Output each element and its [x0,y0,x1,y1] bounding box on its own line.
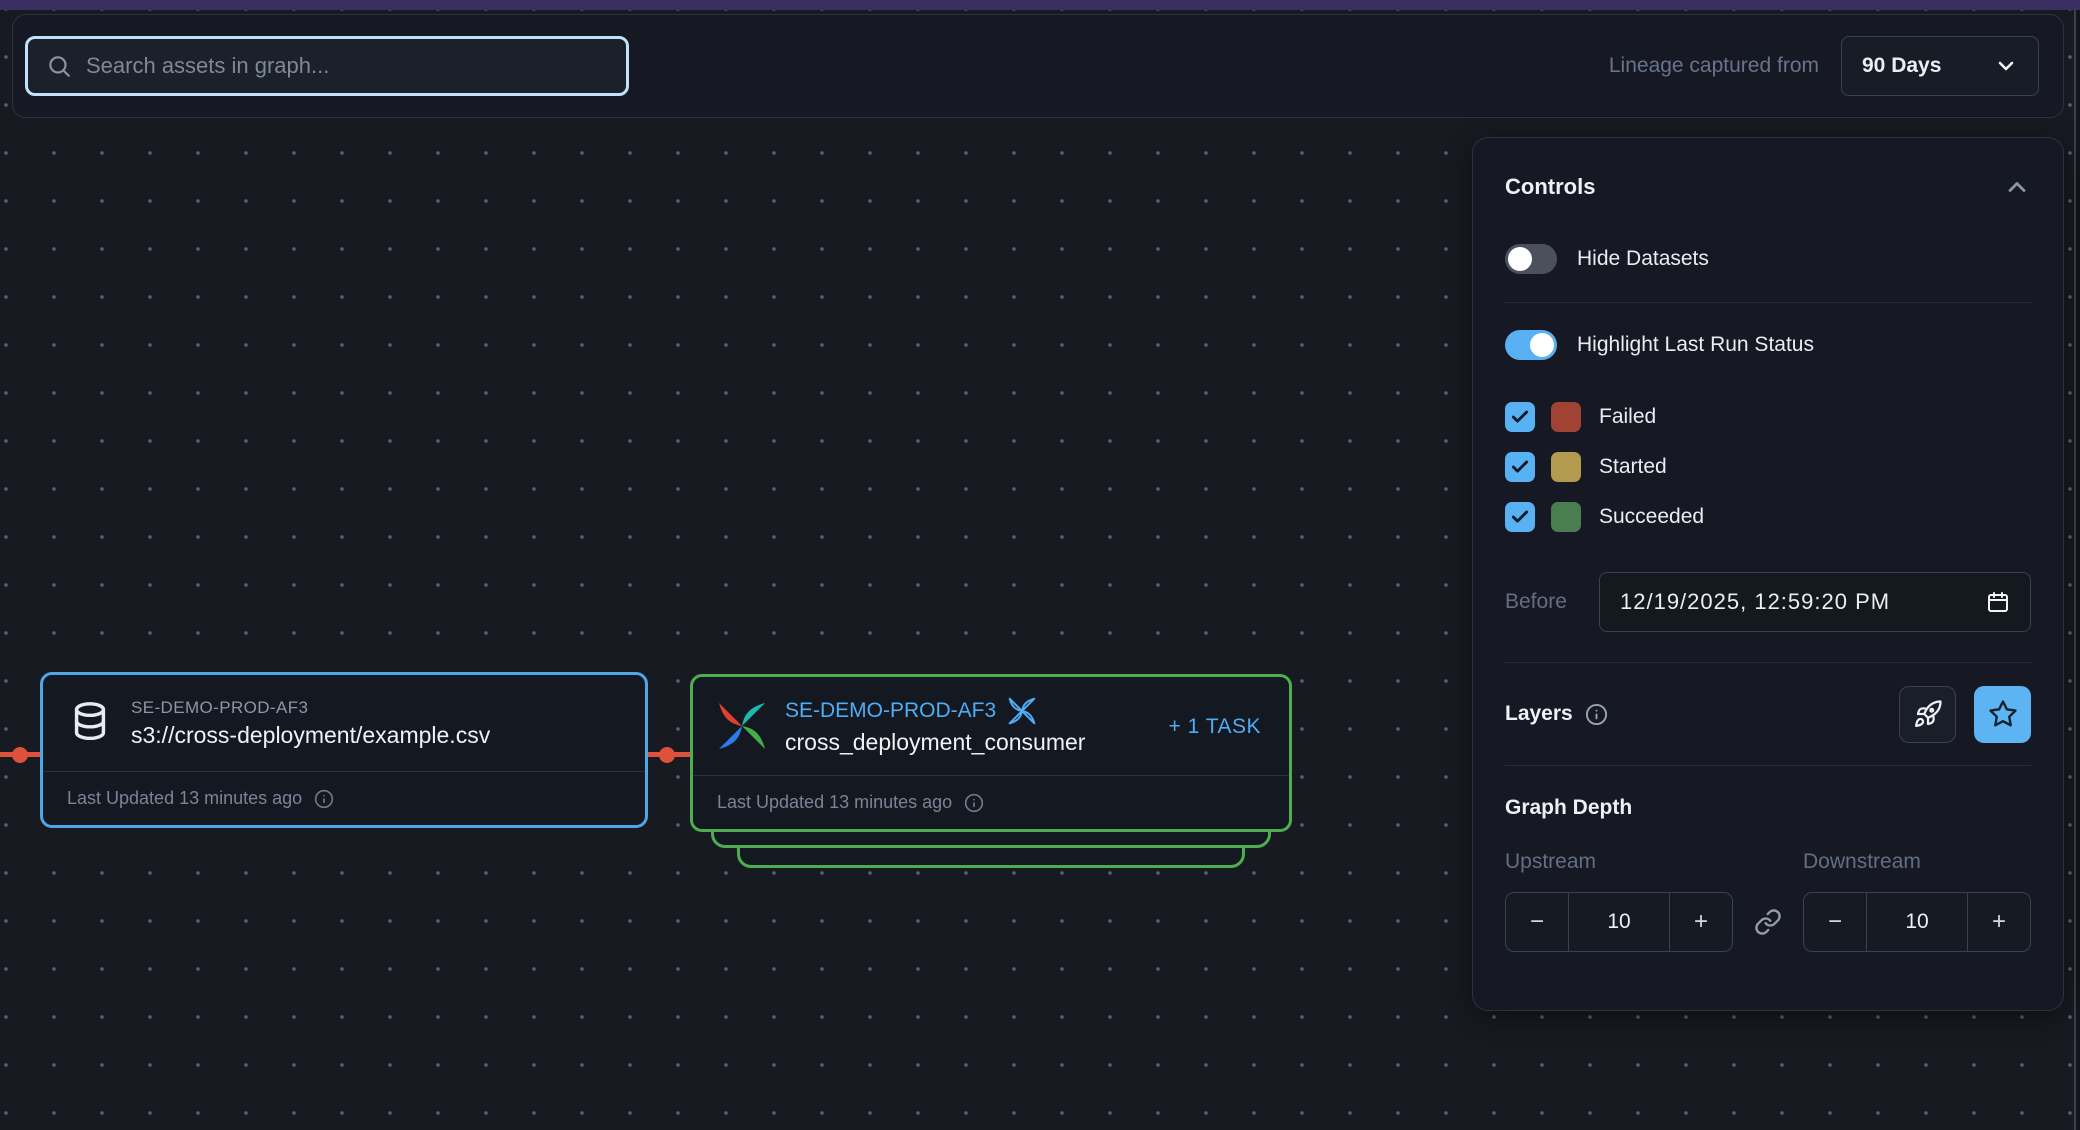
airflow-logo-icon [717,701,767,751]
search-icon [46,53,72,79]
dag-deployment-label: SE-DEMO-PROD-AF3 [785,698,997,722]
lineage-range-dropdown[interactable]: 90 Days [1841,36,2039,96]
database-icon [67,700,113,746]
before-datetime-input[interactable]: 12/19/2025, 12:59:20 PM [1599,572,2031,632]
search-input[interactable] [86,53,608,79]
dataset-name: s3://cross-deployment/example.csv [131,721,491,748]
upstream-label: Upstream [1505,850,1597,873]
before-label: Before [1505,590,1567,613]
collapse-chevron-up-icon[interactable] [2003,173,2031,201]
divider [1505,662,2031,663]
succeeded-label: Succeeded [1599,505,1705,528]
layers-label: Layers [1505,702,1573,725]
star-layer-button[interactable] [1974,685,2031,743]
right-gutter [2076,10,2080,1130]
rocket-layer-button[interactable] [1899,685,1956,743]
canvas-right-border [2074,10,2076,1130]
link-depths-icon[interactable] [1733,908,1803,936]
dataset-node[interactable]: SE-DEMO-PROD-AF3 s3://cross-deployment/e… [40,672,648,828]
search-box[interactable] [25,36,629,96]
downstream-label: Downstream [1803,850,1921,873]
divider [1505,302,2031,303]
dataset-deployment-label: SE-DEMO-PROD-AF3 [131,697,309,717]
layers-info-icon[interactable] [1585,703,1608,726]
info-icon[interactable] [964,793,984,813]
upstream-increment-button[interactable]: + [1669,892,1733,952]
hide-datasets-label: Hide Datasets [1577,247,1709,270]
started-label: Started [1599,455,1667,478]
downstream-depth-value[interactable]: 10 [1867,892,1967,952]
info-icon[interactable] [314,789,334,809]
calendar-icon[interactable] [1986,590,2010,614]
before-datetime-value: 12/19/2025, 12:59:20 PM [1620,589,1891,614]
highlight-last-run-label: Highlight Last Run Status [1577,333,1814,356]
started-color-swatch [1551,452,1581,482]
airflow-mini-icon [1008,697,1036,725]
status-filter-row-started: Started [1505,452,2031,482]
graph-header: Lineage captured from 90 Days [12,14,2064,118]
edge-dot-middle [659,747,675,763]
highlight-last-run-toggle[interactable] [1505,330,1557,360]
dag-last-updated: Last Updated 13 minutes ago [717,792,953,812]
lineage-captured-label: Lineage captured from [1608,54,1819,77]
lineage-range-value: 90 Days [1862,54,1942,77]
status-filter-row-succeeded: Succeeded [1505,502,2031,532]
downstream-depth-stepper: − 10 + [1803,892,2031,952]
upstream-depth-value[interactable]: 10 [1569,892,1669,952]
failed-checkbox[interactable] [1505,402,1535,432]
controls-title: Controls [1505,174,1596,199]
dataset-last-updated: Last Updated 13 minutes ago [67,788,303,808]
status-filter-row-failed: Failed [1505,402,2031,432]
dag-name: cross_deployment_consumer [785,728,1086,755]
edge-dot-incoming [12,747,28,763]
dag-node[interactable]: SE-DEMO-PROD-AF3 cross_deployment_consum… [690,674,1292,832]
upstream-decrement-button[interactable]: − [1505,892,1569,952]
divider [1505,765,2031,766]
downstream-increment-button[interactable]: + [1967,892,2031,952]
chevron-down-icon [1994,54,2018,78]
controls-panel: Controls Hide Datasets Highlight Last Ru… [1472,137,2064,1011]
downstream-decrement-button[interactable]: − [1803,892,1867,952]
succeeded-checkbox[interactable] [1505,502,1535,532]
window-top-strip [0,0,2080,10]
graph-depth-title: Graph Depth [1505,796,1633,819]
started-checkbox[interactable] [1505,452,1535,482]
failed-color-swatch [1551,402,1581,432]
hide-datasets-toggle[interactable] [1505,244,1557,274]
succeeded-color-swatch [1551,502,1581,532]
task-count-badge[interactable]: + 1 TASK [1168,715,1261,738]
upstream-depth-stepper: − 10 + [1505,892,1733,952]
failed-label: Failed [1599,405,1657,428]
